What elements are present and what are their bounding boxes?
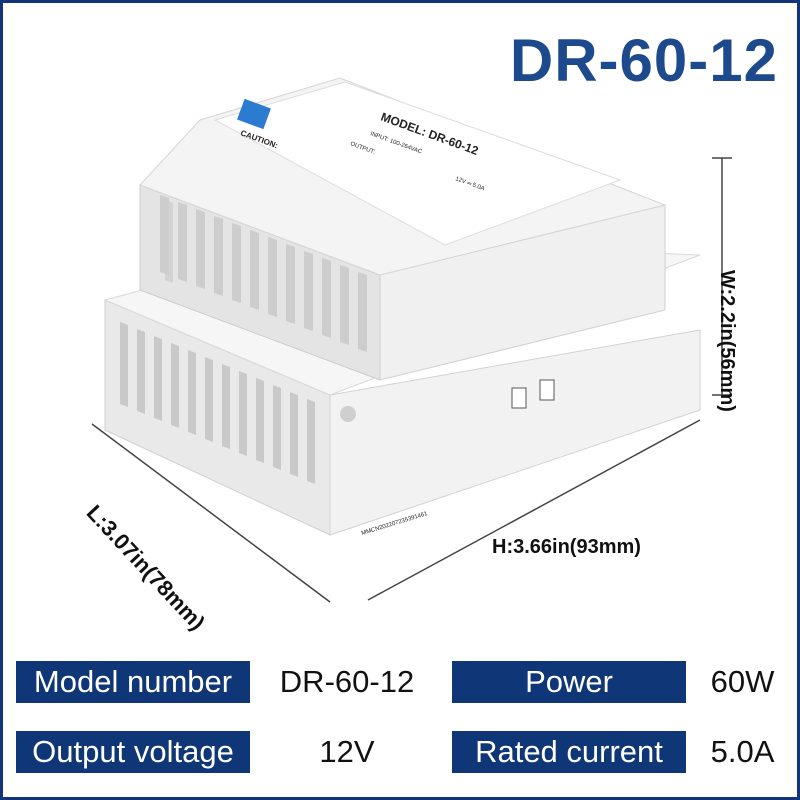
width-dimension: W:2.2in(56mm) [716, 270, 738, 412]
vent-slot [222, 364, 230, 449]
vent-slot [214, 216, 223, 296]
vent-slot [322, 258, 331, 338]
vent-slot [205, 357, 213, 442]
vent-slot [358, 272, 367, 352]
spec-label-model-number: Model number [16, 661, 250, 703]
vent-slot [188, 350, 196, 435]
spec-label-power: Power [452, 661, 686, 703]
spec-label-rated-current: Rated current [452, 731, 686, 773]
spec-label-output-voltage: Output voltage [16, 731, 250, 773]
spec-value-output-voltage: 12V [319, 734, 375, 769]
spec-value-power: 60W [710, 664, 775, 699]
dimension-lines [91, 157, 732, 603]
height-dimension: H:3.66in(93mm) [492, 536, 641, 558]
mounting-hole [340, 406, 356, 422]
vent-slot [239, 371, 247, 456]
vent-slot [120, 322, 128, 407]
vent-slot [137, 329, 145, 414]
vent-slot [171, 343, 179, 428]
product-title: DR-60-12 [509, 27, 778, 94]
vent-slot [250, 230, 259, 310]
label-area [213, 81, 622, 246]
vent-slot [290, 392, 298, 477]
terminal-1 [511, 387, 527, 409]
vent-slot [196, 209, 205, 289]
vent-slot [273, 385, 281, 470]
vent-slot [268, 237, 277, 317]
spec-value-model-number: DR-60-12 [279, 664, 415, 699]
vent-slot [154, 336, 162, 421]
spec-value-rated-current: 5.0A [710, 734, 775, 769]
vent-slot [307, 399, 315, 484]
vent-slot [160, 195, 169, 275]
vent-slot [340, 265, 349, 345]
terminal-2 [539, 379, 555, 401]
vent-slot [232, 223, 241, 303]
brand-logo [237, 98, 271, 130]
lower-body-front [329, 329, 701, 536]
vent-slot [256, 378, 264, 463]
vent-slot [304, 251, 313, 331]
vent-slot [286, 244, 295, 324]
vent-slot [178, 202, 187, 282]
